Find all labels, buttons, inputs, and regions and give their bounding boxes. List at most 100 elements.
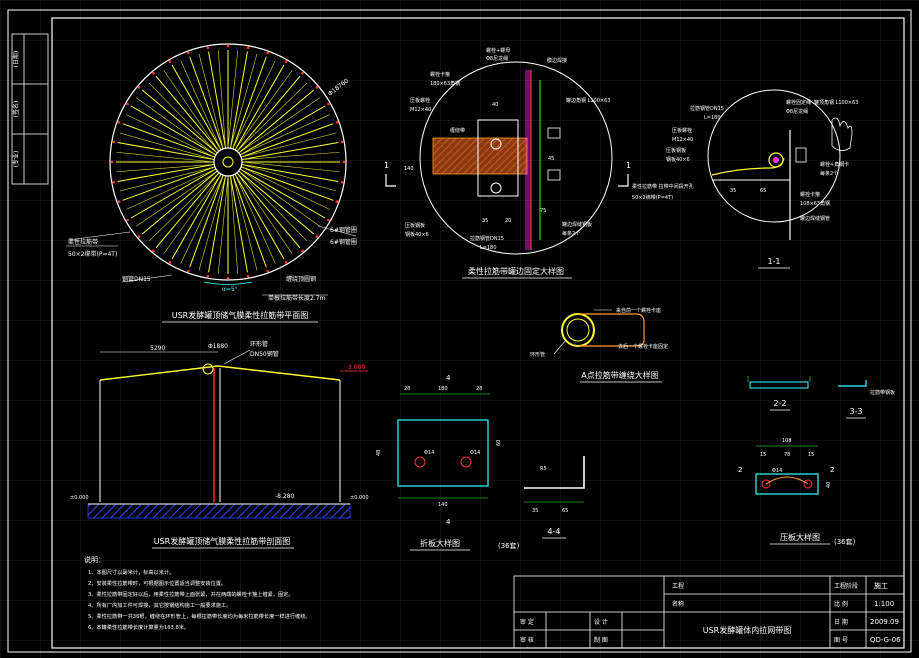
title-block-text: 工程 名称 审 定 审 核 设 计 制 图 USR发酵罐体内拉网带图 工程阶段 … bbox=[520, 581, 901, 644]
tb-project-name-label: 名称 bbox=[672, 600, 684, 608]
strap-spoke bbox=[189, 56, 224, 150]
press-title: 压板大样图 bbox=[780, 532, 820, 542]
side-strip: (日期) (签名) (专业) bbox=[11, 33, 49, 185]
strap-spoke-secondary bbox=[217, 175, 229, 274]
fixed-l8: 拉筋钢管DN15 bbox=[470, 235, 504, 242]
section-1-1-view[interactable]: 拉筋钢管DN15 L=180 压板螺栓 M12×40 压板钢板 钢板40×6 柔… bbox=[632, 89, 858, 269]
tb-phase-value: 施工 bbox=[874, 581, 888, 590]
tb-check-label: 审 核 bbox=[520, 636, 534, 644]
elev-top: 3.080 bbox=[348, 364, 365, 371]
perimeter-bolt bbox=[327, 102, 330, 106]
press-cut-right: 2 bbox=[830, 466, 834, 474]
strap-spoke bbox=[236, 172, 301, 249]
strap-spoke-secondary bbox=[230, 175, 239, 274]
bend-hole-label-2: Φ14 bbox=[470, 450, 480, 456]
point-a-title: A点拉筋带缠绕大样图 bbox=[581, 370, 658, 380]
view-3-3[interactable]: 拉筋带钢板 3-3 bbox=[838, 380, 895, 419]
bend-d180: 180 bbox=[438, 386, 448, 392]
perimeter-bolt bbox=[284, 60, 288, 63]
v33-angle bbox=[838, 380, 867, 387]
strap-spokes bbox=[116, 50, 340, 274]
point-a-leader-3 bbox=[553, 339, 567, 355]
s11-d65: 65 bbox=[760, 188, 766, 194]
perimeter-bolt bbox=[117, 200, 121, 203]
ring-pipe bbox=[202, 363, 214, 375]
strap-spoke bbox=[122, 166, 216, 201]
strap-spoke-secondary bbox=[217, 50, 226, 149]
press-d15a: 15 bbox=[760, 452, 766, 458]
elev-right: ±0.000 bbox=[350, 495, 369, 501]
view-2-2[interactable]: 2-2 bbox=[747, 376, 811, 411]
bend-d140: 140 bbox=[438, 502, 448, 508]
perimeter-bolt bbox=[226, 276, 230, 280]
strap-spoke bbox=[189, 174, 224, 268]
plan-view[interactable]: Φ18760 柔性拉筋带 50×2绑带(P=4T) 钢管DN15 6#钢管圈 6… bbox=[66, 43, 357, 323]
strap-spoke bbox=[239, 105, 326, 156]
tb-drawing-title: USR发酵罐体内拉网带图 bbox=[703, 625, 792, 635]
strap-spoke bbox=[117, 163, 215, 182]
strap-spoke-secondary bbox=[234, 70, 293, 151]
section-view[interactable]: 5290 Φ1880 环形管 DN50钢管 3.080 -8.280 ±0.00… bbox=[70, 340, 369, 549]
hand-icon bbox=[831, 117, 853, 151]
fixed-d40: 40 bbox=[492, 102, 498, 108]
perimeter-bolt bbox=[112, 180, 116, 184]
perimeter-bolt bbox=[246, 46, 250, 50]
fixed-l5: 缠绕带 bbox=[450, 127, 465, 134]
s11-l8: 螺栓卡箍 bbox=[800, 191, 820, 198]
bend-plate-detail[interactable]: 28 180 28 Φ14 Φ14 140 48 60 4 4 折板大样图 (3… bbox=[376, 374, 520, 551]
perimeter-bolt bbox=[168, 261, 172, 264]
view-4-4[interactable]: 35 65 R5 4-4 bbox=[524, 456, 585, 539]
press-plate-detail[interactable]: 108 15 78 15 Φ14 40 2 2 压板大样图 (36套) bbox=[738, 438, 856, 546]
press-d40: 40 bbox=[826, 482, 832, 488]
section-leader bbox=[223, 349, 251, 365]
fixed-l9b: 每条2个 bbox=[562, 230, 580, 237]
elev-left: ±0.000 bbox=[70, 495, 89, 501]
strap-spoke bbox=[238, 89, 315, 154]
strap-spoke bbox=[229, 175, 248, 273]
bend-hole-label-1: Φ14 bbox=[424, 450, 434, 456]
fixed-l4: 压板螺栓 bbox=[410, 97, 430, 104]
perimeter-bolt bbox=[315, 86, 319, 89]
side-label-sign: (签名) bbox=[12, 101, 20, 118]
tb-scale-label: 比 例 bbox=[834, 600, 848, 608]
plan-title: USR发酵罐顶储气膜柔性拉筋带平面图 bbox=[172, 310, 309, 320]
strap-spoke-secondary bbox=[227, 50, 239, 149]
v44-d35: 35 bbox=[532, 508, 538, 514]
strap-spoke bbox=[141, 170, 218, 235]
strap-spoke bbox=[171, 64, 222, 151]
tb-date-value: 2009.09 bbox=[870, 618, 899, 626]
bend-hole-1 bbox=[414, 456, 426, 468]
strap-spoke-secondary bbox=[238, 97, 320, 154]
fixed-detail-view[interactable]: 螺栓+螺母 Φ8尼龙绳 膜边焊接 螺栓卡箍 180×63角钢 压板螺栓 M12×… bbox=[384, 47, 631, 279]
strap-spoke-secondary bbox=[180, 175, 224, 264]
bend-title: 折板大样图 bbox=[420, 538, 460, 548]
note-1: 1、本图尺寸以毫米计，标高以米计。 bbox=[88, 568, 174, 576]
v44-title: 4-4 bbox=[547, 527, 560, 536]
nut-1 bbox=[547, 127, 561, 139]
bend-cut-top: 4 bbox=[446, 374, 451, 382]
perimeter-bolt bbox=[126, 218, 129, 222]
strap-spoke-secondary bbox=[119, 166, 215, 192]
foundation bbox=[87, 503, 351, 519]
strap-spoke-secondary bbox=[241, 166, 330, 210]
perimeter-bolt bbox=[137, 86, 141, 89]
s11-l1: 拉筋钢管DN15 bbox=[690, 105, 724, 112]
bolt-1 bbox=[490, 138, 502, 150]
point-a-ring-inner bbox=[566, 318, 590, 342]
fixed-cut-right: 1 bbox=[626, 161, 631, 170]
s11-nut bbox=[795, 147, 807, 163]
s11-l4b: 50×2绑带(P=4T) bbox=[632, 194, 673, 201]
point-a-detail[interactable]: 来自前一个螺栓卡座 去后一个螺栓卡座固定 环形管 A点拉筋带缠绕大样图 bbox=[530, 307, 668, 383]
strap-spoke bbox=[232, 174, 267, 268]
bend-h2: 60 bbox=[496, 440, 502, 446]
note-3: 3、柔性拉筋带固定好以后，用柔性拉筋带上面张紧，并在两端的螺栓卡箍上缠紧，固定。 bbox=[88, 590, 294, 598]
center-ring-inner bbox=[222, 156, 234, 168]
s11-l2: 压板螺栓 bbox=[672, 127, 692, 134]
strap-spoke-secondary bbox=[241, 164, 337, 192]
strap-spoke-secondary bbox=[239, 168, 320, 227]
s11-l7b: 每条2个 bbox=[820, 170, 838, 177]
tb-no-label: 图 号 bbox=[834, 637, 848, 644]
title-block[interactable] bbox=[513, 575, 905, 649]
bend-d28b: 28 bbox=[476, 386, 482, 392]
